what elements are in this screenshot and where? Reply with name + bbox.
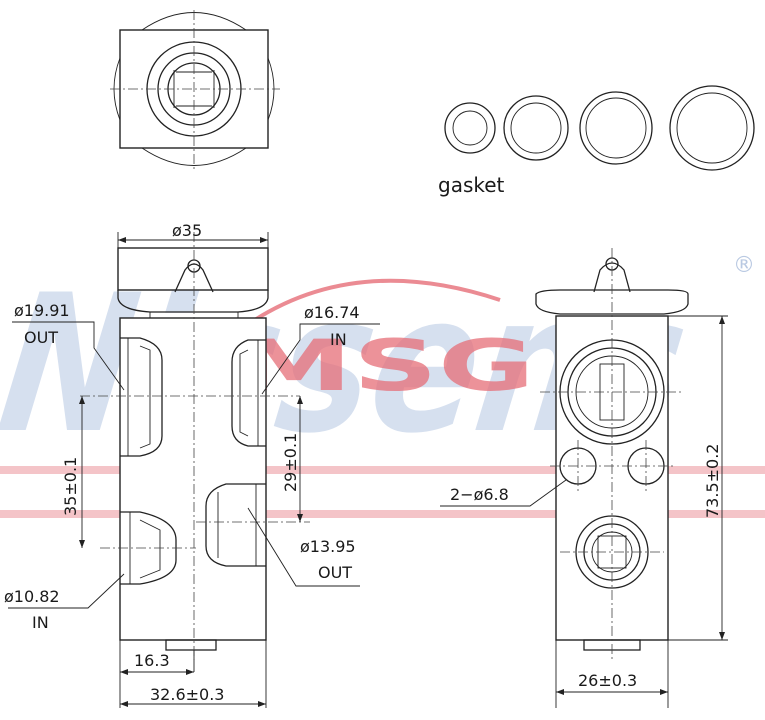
side-dimensions: 2−ø6.8 73.5±0.2 26±0.3 (440, 315, 728, 708)
dim-spacing-left: 35±0.1 (61, 457, 80, 516)
watermark-dealer-text: MSG (235, 325, 535, 407)
front-dimensions: ø35 ø19.91 OUT ø16.74 IN 29±0.1 35±0.1 ø… (4, 221, 380, 708)
dim-width-front: 32.6±0.3 (150, 685, 224, 704)
dim-spacing-right: 29±0.1 (281, 433, 300, 492)
dim-out-left-text: OUT (24, 328, 58, 347)
dim-out-left-diameter: ø19.91 (14, 301, 70, 320)
dim-out-lower-text: OUT (318, 563, 352, 582)
gasket-set: gasket (438, 85, 755, 197)
top-view (110, 10, 280, 172)
gasket-small (444, 102, 496, 154)
dim-in-right-text: IN (330, 330, 347, 349)
watermark-dealer-logo: MSG (235, 278, 535, 407)
dim-height-side: 73.5±0.2 (703, 444, 722, 518)
dim-in-lower-text: IN (32, 613, 49, 632)
watermark-stripe-top (0, 466, 765, 474)
dim-holes: 2−ø6.8 (450, 485, 509, 504)
gasket-label: gasket (438, 173, 505, 197)
dealer-swoosh (238, 278, 501, 332)
dim-bottom-offset: 16.3 (134, 651, 170, 670)
front-view (80, 232, 310, 660)
dim-out-lower-diameter: ø13.95 (300, 537, 356, 556)
gasket-medium (503, 95, 569, 161)
dim-width-side: 26±0.3 (578, 671, 637, 690)
watermark-stripe-bottom (0, 510, 765, 518)
dim-in-lower-diameter: ø10.82 (4, 587, 60, 606)
dim-top-diameter: ø35 (172, 221, 202, 240)
watermark-registered: ® (733, 253, 755, 278)
side-view (535, 248, 689, 660)
gasket-xlarge (669, 85, 755, 171)
dim-in-right-diameter: ø16.74 (304, 303, 360, 322)
gasket-large (579, 91, 653, 165)
